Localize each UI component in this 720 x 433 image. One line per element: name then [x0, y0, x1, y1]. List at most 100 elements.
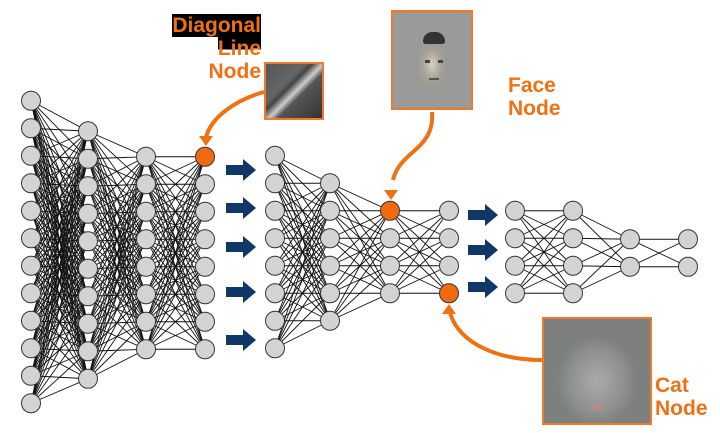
network-edge — [329, 237, 391, 322]
neuron — [136, 174, 156, 195]
neuron — [21, 145, 41, 166]
cat-node-label: Cat Node — [655, 374, 708, 420]
diagonal-line-feature-image — [264, 62, 324, 120]
network-edge — [87, 239, 147, 379]
network-edge — [87, 293, 147, 380]
label-line: Node — [508, 97, 561, 120]
network-edge — [145, 156, 206, 240]
neuron — [505, 255, 525, 276]
neuron — [21, 365, 41, 386]
neuron — [320, 228, 340, 249]
network-edge — [145, 156, 206, 185]
network-edge — [274, 183, 331, 321]
neuron — [136, 229, 156, 250]
network-edge — [274, 155, 331, 184]
network-edge — [87, 184, 147, 379]
neuron — [136, 284, 156, 305]
network-edge — [145, 321, 206, 350]
neuron — [380, 283, 400, 304]
neuron — [136, 339, 156, 360]
neuron — [21, 118, 41, 139]
highlighted-neuron — [195, 146, 215, 167]
network-edge — [572, 238, 631, 294]
network-edge — [274, 265, 331, 349]
network-edge — [274, 320, 331, 349]
neuron — [136, 146, 156, 167]
neuron — [265, 228, 285, 249]
neuron — [678, 256, 698, 277]
neuron — [505, 200, 525, 221]
network-edge — [274, 238, 331, 349]
network-edge — [389, 210, 450, 267]
network-edge — [329, 210, 391, 239]
network-edge — [87, 348, 147, 380]
neuron — [136, 311, 156, 332]
network-edge — [389, 210, 450, 239]
network-edge — [572, 210, 631, 240]
network-edge — [87, 156, 147, 297]
neuron — [136, 256, 156, 277]
neuron — [563, 228, 583, 249]
network-edge — [389, 210, 450, 294]
label-line: Face — [508, 74, 556, 97]
label-line: Diagonal — [172, 14, 261, 37]
network-edge — [87, 156, 147, 187]
neuron — [320, 310, 340, 331]
network-edge — [30, 131, 89, 239]
network-edge — [329, 210, 391, 294]
network-edge — [30, 323, 89, 404]
network-edge — [329, 210, 391, 321]
neuron — [21, 228, 41, 249]
network-edge — [329, 265, 391, 322]
network-edge — [30, 213, 89, 404]
neuron — [78, 148, 98, 169]
network-edge — [629, 238, 689, 268]
network-edge — [87, 156, 147, 269]
neuron — [320, 173, 340, 194]
network-edge — [274, 183, 331, 294]
callout-curve — [204, 90, 265, 139]
network-edge — [389, 237, 450, 294]
neuron — [265, 338, 285, 359]
highlighted-neuron — [380, 200, 400, 221]
neuron — [563, 283, 583, 304]
neuron — [78, 231, 98, 252]
neuron — [320, 283, 340, 304]
neuron — [21, 283, 41, 304]
network-edge — [274, 292, 331, 349]
neuron — [21, 173, 41, 194]
network-edge — [30, 130, 89, 184]
network-edge — [329, 292, 391, 322]
network-edge — [30, 268, 89, 404]
label-line: Node — [655, 397, 708, 420]
network-edge — [514, 265, 574, 294]
network-edge — [30, 350, 89, 404]
label-line: Cat — [655, 374, 689, 397]
neuron — [78, 368, 98, 389]
neuron — [265, 310, 285, 331]
neuron — [380, 228, 400, 249]
network-edge — [145, 156, 206, 350]
network-edge — [30, 158, 89, 404]
network-edge — [145, 156, 206, 295]
callout-curve — [448, 312, 543, 362]
cat-feature-image — [542, 317, 652, 425]
right-arrow-icon — [226, 281, 256, 303]
diagonal-line-node-label: Diagonal Line Node — [161, 14, 261, 83]
right-arrow-icon — [468, 276, 498, 298]
neuron — [21, 90, 41, 111]
neuron — [195, 256, 215, 277]
network-edge — [145, 211, 206, 350]
network-edge — [514, 210, 574, 267]
neuron — [505, 228, 525, 249]
network-edge — [145, 239, 206, 350]
network-edge — [274, 182, 331, 212]
network-edge — [87, 266, 147, 379]
neuron — [195, 174, 215, 195]
network-edge — [145, 156, 206, 213]
neuron — [265, 145, 285, 166]
neuron — [439, 228, 459, 249]
network-edge — [87, 321, 147, 380]
network-edge — [514, 210, 574, 239]
neuron — [78, 203, 98, 224]
